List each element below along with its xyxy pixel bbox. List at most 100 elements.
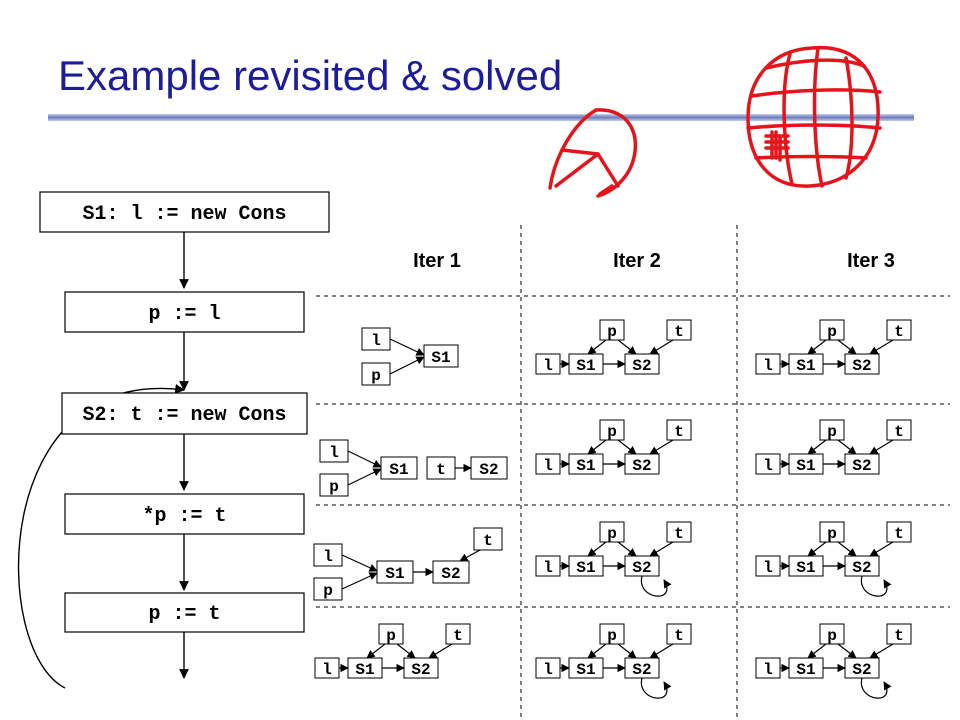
points-to-graph-row2-iter2: l S1 S2 p t (535, 419, 692, 475)
obj-s1-label: S1 (796, 457, 815, 475)
obj-s1-label: S1 (431, 349, 450, 367)
var-t-box (886, 623, 912, 645)
var-t-box (473, 527, 503, 551)
column-header-iter-3: Iter 3 (847, 250, 895, 272)
obj-s1-box (423, 344, 459, 368)
var-p-box (599, 319, 625, 341)
var-p-label: p (607, 525, 617, 543)
var-l-label: l (371, 332, 381, 350)
obj-s2-label: S2 (632, 457, 651, 475)
var-t-label: t (894, 525, 904, 543)
var-p-label: p (371, 367, 381, 385)
var-t-label: t (894, 627, 904, 645)
var-p-box (378, 623, 404, 645)
cfg-node-p-assign-t: p := t (148, 603, 220, 626)
var-p-box (819, 521, 845, 543)
var-t-box (666, 319, 692, 341)
obj-s2-label: S2 (852, 559, 871, 577)
var-l-label: l (763, 357, 773, 375)
var-l-label: l (322, 661, 332, 679)
var-t-box (886, 521, 912, 543)
var-t-box (666, 521, 692, 543)
var-t-label: t (674, 423, 684, 441)
obj-s2-label: S2 (852, 357, 871, 375)
points-to-graph-row1-iter1: lp S1 (361, 327, 459, 386)
obj-s2-label: S2 (632, 661, 651, 679)
points-to-graph-row2-iter3: l S1 S2 p t (755, 419, 912, 475)
obj-s1-box (380, 456, 418, 480)
var-t-box (886, 419, 912, 441)
var-p-label: p (386, 627, 396, 645)
globe-doodle (746, 45, 882, 188)
obj-s1-label: S1 (796, 661, 815, 679)
points-to-graph-row3-iter2: l S1 S2 p t (535, 521, 692, 597)
obj-s2-label: S2 (411, 661, 430, 679)
cfg-node-alloc-s2: S2: t := new Cons (82, 404, 286, 427)
points-to-graph-row4-iter2: l S1 S2 p t (535, 623, 692, 699)
var-p-box (819, 319, 845, 341)
points-to-graph-row1-iter3: l S1 S2 p t (755, 319, 912, 375)
obj-s1-label: S1 (576, 559, 595, 577)
title-underline (48, 114, 914, 121)
var-p-box (819, 419, 845, 441)
obj-s1-label: S1 (576, 357, 595, 375)
var-p-box (599, 521, 625, 543)
var-l-label: l (543, 559, 553, 577)
points-to-graph-row1-iter2: l S1 S2 p t (535, 319, 692, 375)
var-p-label: p (827, 423, 837, 441)
var-t-label: t (894, 323, 904, 341)
column-header-iter-1: Iter 1 (413, 250, 461, 272)
var-t-box (886, 319, 912, 341)
var-p-label: p (329, 478, 339, 496)
obj-s1-label: S1 (796, 357, 815, 375)
var-p-label: p (607, 627, 617, 645)
var-t-label: t (674, 525, 684, 543)
points-to-graph-row4-iter3: l S1 S2 p t (755, 623, 912, 699)
var-t-box (445, 623, 471, 645)
var-l-label: l (543, 357, 553, 375)
obj-s2-label: S2 (852, 457, 871, 475)
var-l-label: l (543, 661, 553, 679)
var-t-label: t (483, 532, 493, 550)
var-l-label: l (323, 548, 333, 566)
var-t-box (666, 419, 692, 441)
var-t-label: t (674, 323, 684, 341)
obj-s1-label: S1 (576, 457, 595, 475)
var-p-label: p (827, 525, 837, 543)
obj-s2-label: S2 (441, 565, 460, 583)
var-l-label: l (763, 457, 773, 475)
cfg-node-p-assign-l: p := l (148, 303, 220, 326)
var-p-label: p (827, 627, 837, 645)
var-l-label: l (543, 457, 553, 475)
pie-chart-doodle (548, 108, 638, 198)
obj-s1-label: S1 (355, 661, 374, 679)
var-t-label: t (453, 627, 463, 645)
var-p-box (599, 419, 625, 441)
obj-s2-label: S2 (852, 661, 871, 679)
obj-s2-label: S2 (479, 461, 498, 479)
cfg-node-alloc-s1: S1: l := new Cons (82, 203, 286, 226)
obj-s1-label: S1 (389, 461, 408, 479)
obj-s2-label: S2 (632, 559, 651, 577)
var-p-label: p (607, 323, 617, 341)
var-p-label: p (827, 323, 837, 341)
var-l-label: l (763, 559, 773, 577)
var-l-label: l (763, 661, 773, 679)
cfg-node-store-t: *p := t (142, 505, 226, 528)
var-t-box (666, 623, 692, 645)
var-p-box (599, 623, 625, 645)
slide-title: Example revisited & solved (58, 52, 563, 99)
obj-s1-label: S1 (385, 565, 404, 583)
obj-s1-label: S1 (576, 661, 595, 679)
var-t-label: t (894, 423, 904, 441)
var-t-label: t (436, 461, 446, 479)
var-t-label: t (674, 627, 684, 645)
points-to-graph-row4-iter1: l S1 S2 p t (314, 623, 471, 679)
obj-s2-label: S2 (632, 357, 651, 375)
var-p-label: p (323, 582, 333, 600)
var-p-label: p (607, 423, 617, 441)
column-header-iter-2: Iter 2 (613, 250, 661, 272)
